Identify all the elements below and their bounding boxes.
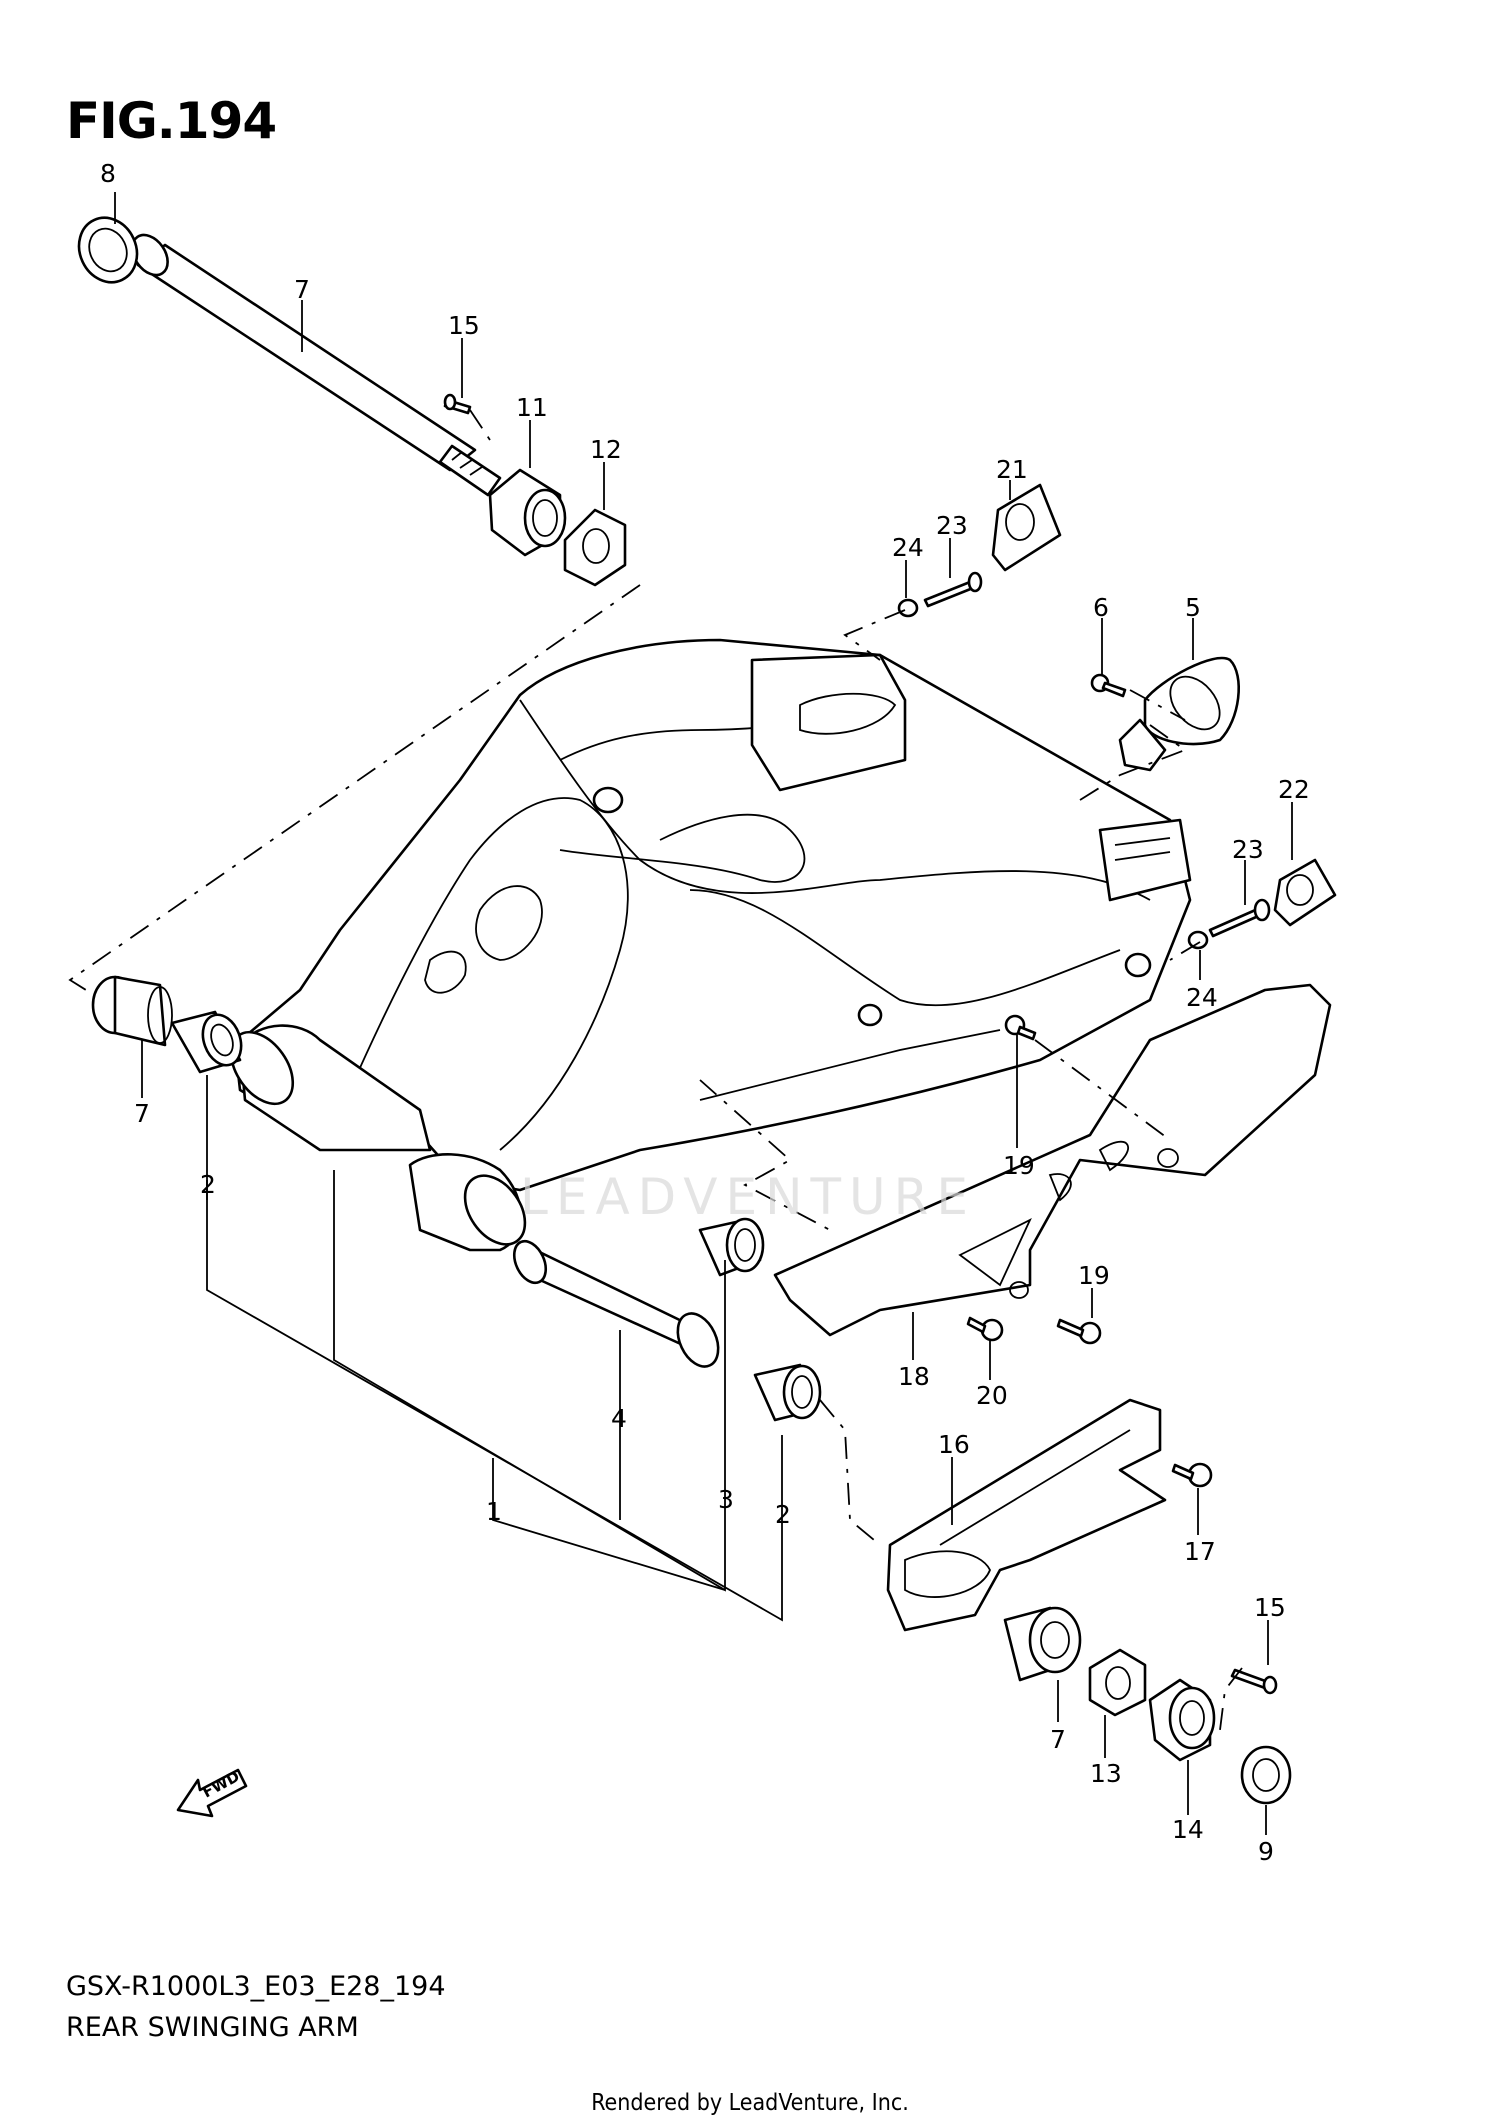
callout-13: 14: [1172, 1815, 1204, 1844]
callout-12: 12: [590, 435, 622, 464]
part-7-bushing-left: [91, 975, 173, 1047]
part-14-locknut: [1088, 1648, 1147, 1717]
fwd-arrow-icon: FWD: [176, 1767, 248, 1818]
leader-lines: [114, 192, 1293, 1835]
part-9-nut: [1240, 1745, 1292, 1805]
part-12-locknut: [563, 508, 627, 587]
adjuster-22: [1273, 858, 1337, 927]
callout-19-upper: 19: [1003, 1151, 1035, 1180]
bolts: [443, 393, 1278, 1695]
callout-9: 9: [1258, 1837, 1274, 1866]
callout-16: 16: [938, 1430, 970, 1459]
watermark: LEADVENTURE: [520, 1168, 976, 1226]
callout-1: 1: [486, 1497, 502, 1526]
callout-15-lower: 15: [1254, 1593, 1286, 1622]
callout-15-upper: 15: [448, 311, 480, 340]
callout-17: 17: [1184, 1537, 1216, 1566]
callout-3: 3: [718, 1485, 734, 1514]
callout-11: 11: [516, 393, 548, 422]
callout-22: 22: [1278, 775, 1310, 804]
part-4-spacer: [512, 1239, 720, 1368]
swing-arm-body: [229, 638, 1192, 1252]
assembly-lines: [68, 409, 1243, 1731]
figure-label: FIG.194: [66, 92, 277, 150]
callout-24-lower: 24: [1186, 983, 1218, 1012]
part-2-bearing-left: [170, 1010, 243, 1074]
model-code: GSX-R1000L3_E03_E28_194: [66, 1971, 446, 2002]
chain-buffer: [886, 1398, 1167, 1632]
callout-7-right: 7: [1050, 1725, 1066, 1754]
adjuster-bracket-5: [1118, 656, 1241, 772]
callout-19-lower: 19: [1078, 1261, 1110, 1290]
rendered-by-credit: Rendered by LeadVenture, Inc.: [591, 2090, 909, 2116]
callout-labels: 8 7 15 11 12 21 23 24 6 5 22 23 24 7 19 …: [100, 159, 1310, 1866]
callout-2-left: 2: [200, 1170, 216, 1199]
callout-8: 7: [294, 275, 310, 304]
callout-4: 4: [611, 1404, 627, 1433]
callout-7-left: 7: [134, 1099, 150, 1128]
part-2-bearing-right: [753, 1363, 822, 1422]
callout-5: 5: [1185, 593, 1201, 622]
callout-6: 6: [1093, 593, 1109, 622]
callout-23-lower: 23: [1232, 835, 1264, 864]
callout-2-right: 2: [775, 1500, 791, 1529]
callout-21: 21: [996, 455, 1028, 484]
part-11-adjuster: [488, 468, 567, 557]
diagram-title: REAR SWINGING ARM: [66, 2012, 359, 2043]
part-7-bushing-right: [1003, 1606, 1082, 1682]
adjuster-21: [991, 483, 1062, 572]
part-3-bearing: [698, 1217, 765, 1277]
part-10-collar: [77, 216, 139, 284]
callout-24-upper: 24: [892, 533, 924, 562]
callout-10: 8: [100, 159, 116, 188]
callout-18: 18: [898, 1362, 930, 1391]
callout-14: 13: [1090, 1759, 1122, 1788]
pivot-shaft: [131, 233, 502, 497]
part-13-adjuster: [1148, 1678, 1216, 1762]
callout-23-upper: 23: [936, 511, 968, 540]
callout-20: 20: [976, 1381, 1008, 1410]
chain-cover: [773, 983, 1332, 1337]
